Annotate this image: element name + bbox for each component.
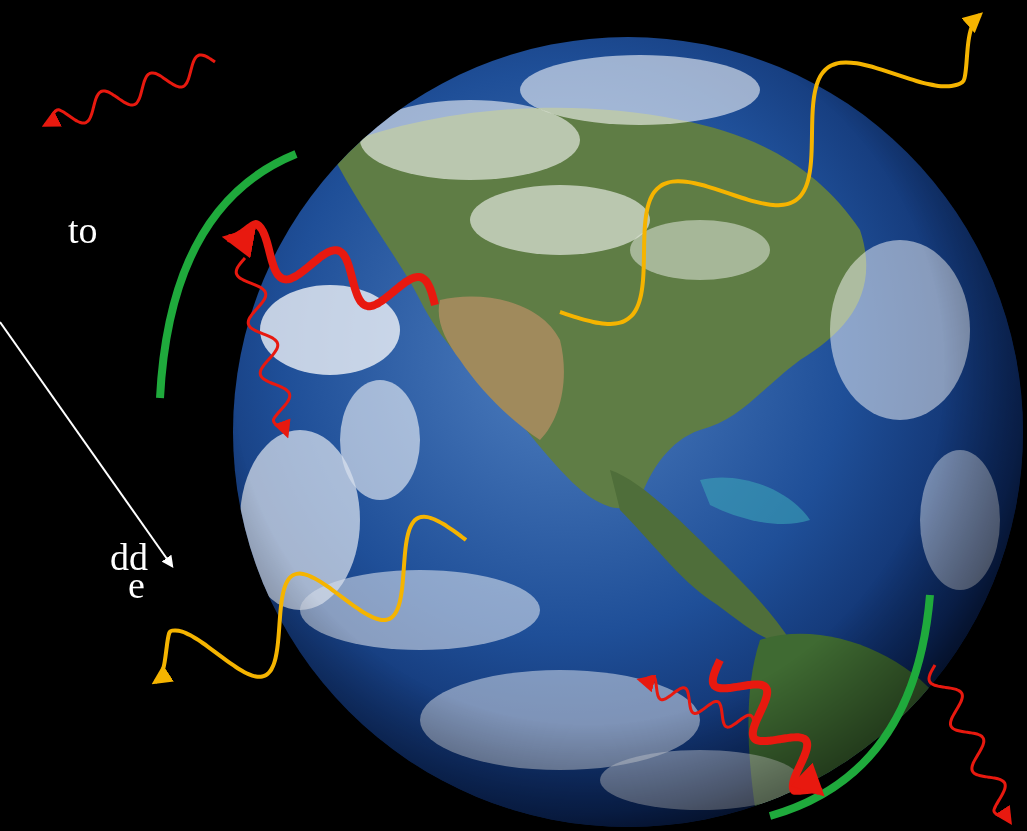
pointer-arrow: [0, 322, 172, 566]
earth: [233, 37, 1023, 831]
cut-off-text: e: [128, 566, 145, 604]
infrared-emitted: [228, 224, 435, 306]
infrared-reradiated: [236, 258, 290, 435]
infrared-escaping: [45, 55, 215, 125]
infrared-escaping: [929, 665, 1010, 822]
reflected-sunlight: [560, 15, 980, 324]
reflected-sunlight: [155, 517, 466, 682]
cut-off-text: to: [68, 211, 98, 249]
infrared-reradiated: [640, 677, 755, 728]
